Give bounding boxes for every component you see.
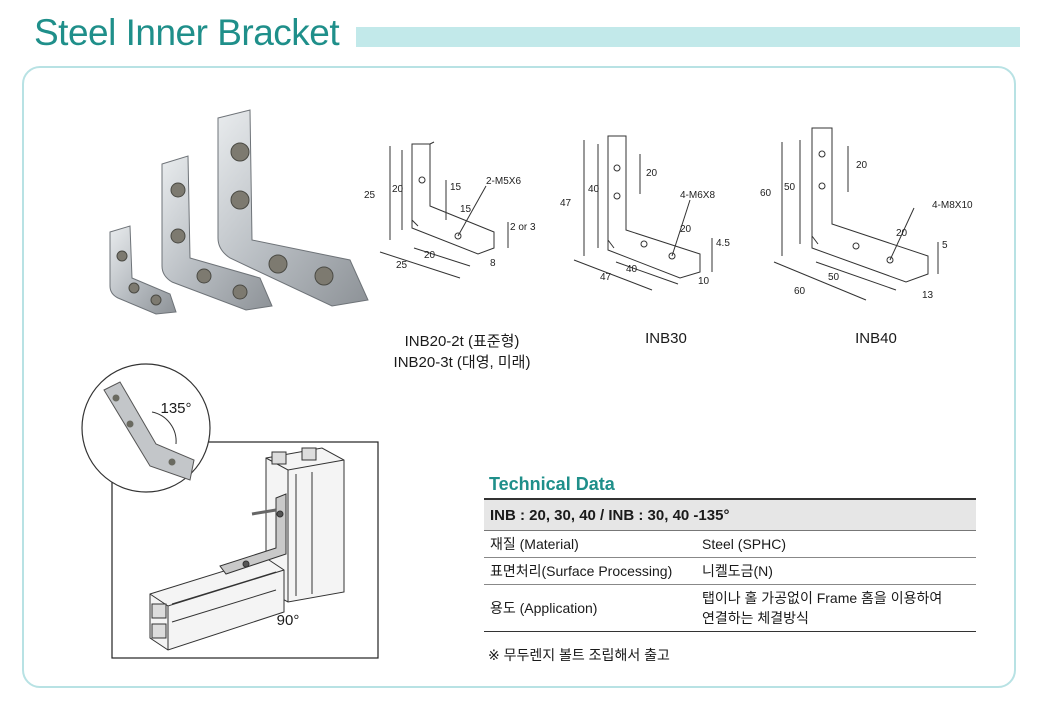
inb40-drawing: 60 50 20 4-M8X10 20 5 60 50 13 bbox=[760, 127, 973, 301]
inb20-dim-15d: 15 bbox=[460, 204, 472, 215]
inb20-dim-25v: 25 bbox=[364, 190, 376, 201]
inb40-dim-60v: 60 bbox=[760, 188, 772, 199]
tech-row-application: 용도 (Application) 탭이나 홀 가공없이 Frame 홈을 이용하… bbox=[484, 584, 976, 632]
tech-row-surface: 표면처리(Surface Processing) 니켈도금(N) bbox=[484, 557, 976, 585]
tech-label-application: 용도 (Application) bbox=[484, 584, 696, 632]
assembly-illustration bbox=[81, 363, 379, 659]
inb30-dim-20d: 20 bbox=[680, 224, 692, 235]
inb20-caption-line2: INB20-3t (대영, 미래) bbox=[393, 354, 531, 371]
title-accent-bar bbox=[356, 27, 1020, 47]
inb30-dim-20v: 20 bbox=[646, 168, 658, 179]
tech-value-application: 탭이나 홀 가공없이 Frame 홈을 이용하여 연결하는 체결방식 bbox=[696, 584, 976, 632]
inb40-dim-50h: 50 bbox=[828, 272, 840, 283]
inb20-dim-25h: 25 bbox=[396, 260, 408, 271]
inb30-dim-40h: 40 bbox=[626, 264, 638, 275]
inb20-thread: 2-M5X6 bbox=[486, 176, 521, 187]
tech-value-material: Steel (SPHC) bbox=[696, 530, 976, 558]
tech-label-material: 재질 (Material) bbox=[484, 530, 696, 558]
inb20-caption: INB20-2t (표준형) INB20-3t (대영, 미래) bbox=[384, 330, 540, 372]
inb30-thickness: 4.5 bbox=[716, 238, 730, 249]
inb30-dim-40v: 40 bbox=[588, 184, 600, 195]
inb20-caption-line1: INB20-2t (표준형) bbox=[404, 333, 520, 350]
tech-value-application-line1: 탭이나 홀 가공없이 Frame 홈을 이용하여 bbox=[702, 590, 943, 606]
tech-value-surface: 니켈도금(N) bbox=[696, 557, 976, 585]
inb20-dim-15v: 15 bbox=[450, 182, 462, 193]
page-title: Steel Inner Bracket bbox=[34, 12, 340, 53]
tech-label-surface: 표면처리(Surface Processing) bbox=[484, 557, 696, 585]
inb40-dim-50v: 50 bbox=[784, 182, 796, 193]
inb40-thread: 4-M8X10 bbox=[932, 200, 973, 211]
inb40-dim-60h: 60 bbox=[794, 286, 806, 297]
inb20-drawing: 25 20 15 15 2-M5X6 2 or 3 25 20 8 bbox=[364, 141, 536, 279]
inb20-thickness: 2 or 3 bbox=[510, 222, 536, 233]
tech-data-table: INB : 20, 30, 40 / INB : 30, 40 -135° 재질… bbox=[484, 498, 976, 632]
tech-header-row: INB : 20, 30, 40 / INB : 30, 40 -135° bbox=[484, 498, 976, 531]
inb20-dim-20v: 20 bbox=[392, 184, 404, 195]
content-frame bbox=[22, 66, 1016, 688]
inb20-dim-8: 8 bbox=[490, 258, 496, 269]
inb30-drawing: 47 40 20 4-M6X8 20 4.5 47 40 10 bbox=[560, 135, 730, 291]
inb40-caption: INB40 bbox=[855, 330, 897, 347]
inb20-dim-20h: 20 bbox=[424, 250, 436, 261]
inb30-dim-47v: 47 bbox=[560, 198, 572, 209]
inb40-thickness: 5 bbox=[942, 240, 948, 251]
inb30-thread: 4-M6X8 bbox=[680, 190, 715, 201]
tech-value-application-line2: 연결하는 체결방식 bbox=[702, 610, 809, 626]
angle-90-label: 90° bbox=[276, 612, 300, 629]
assembly-note: ※ 무두렌지 볼트 조립해서 출고 bbox=[488, 647, 670, 663]
inb40-dim-20v: 20 bbox=[856, 160, 868, 171]
tech-data-title: Technical Data bbox=[489, 474, 615, 494]
inb40-dim-13: 13 bbox=[922, 290, 934, 301]
brackets-photo bbox=[109, 109, 369, 315]
angle-135-label: 135° bbox=[160, 400, 192, 417]
inb30-dim-10: 10 bbox=[698, 276, 710, 287]
inb40-dim-20d: 20 bbox=[896, 228, 908, 239]
inb30-caption: INB30 bbox=[645, 330, 687, 347]
tech-row-material: 재질 (Material) Steel (SPHC) bbox=[484, 530, 976, 558]
inb30-dim-47h: 47 bbox=[600, 272, 612, 283]
tech-header: INB : 20, 30, 40 / INB : 30, 40 -135° bbox=[484, 498, 976, 531]
